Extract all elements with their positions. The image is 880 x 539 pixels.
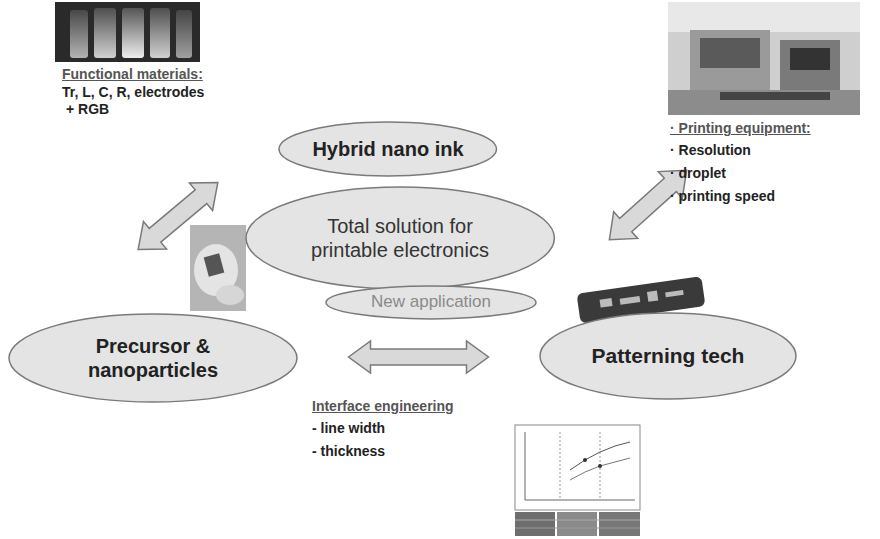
text-label: · Printing equipment: [670,120,811,136]
double-arrow [127,169,230,263]
ellipse-node: New application [325,285,537,320]
text-label: · printing speed [670,188,775,204]
text-label: + RGB [66,101,109,117]
text-label: · Resolution [670,142,751,158]
node-label: Total solution for printable electronics [290,214,510,262]
node-label: Precursor & nanoparticles [68,334,238,382]
ellipse-outline [8,313,298,403]
equipment-photo [668,2,860,115]
ellipse-node: Hybrid nano ink [278,121,497,177]
text-label: - thickness [312,443,385,459]
ellipse-node: Total solution for printable electronics [245,186,555,290]
sample-photo [190,225,246,311]
text-label: Functional materials: [62,66,203,82]
text-label: Tr, L, C, R, electrodes [62,84,204,100]
materials-photo [55,2,200,62]
text-label: · droplet [670,165,726,181]
ellipse-outline [245,186,555,290]
text-label: Interface engineering [312,398,454,414]
node-label: Hybrid nano ink [312,137,463,161]
node-label: Patterning tech [592,343,745,368]
double-arrow-connector [349,341,489,373]
interface-chart [515,425,640,536]
ellipse-node: Precursor & nanoparticles [8,313,298,403]
ellipse-node: Patterning tech [539,312,797,400]
node-label: New application [371,292,491,312]
text-label: - line width [312,420,385,436]
